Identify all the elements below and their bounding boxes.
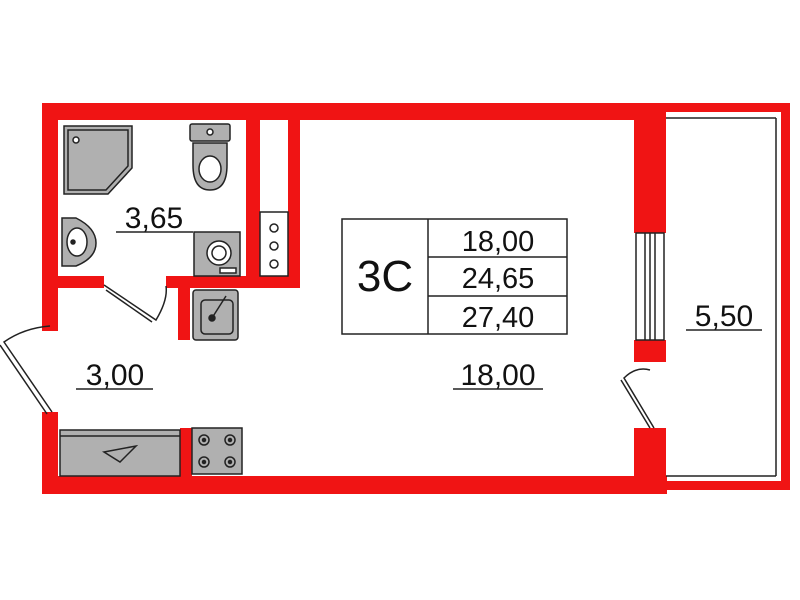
hallway-area: 3,00	[86, 359, 144, 392]
walls	[42, 103, 790, 494]
wall-bottom	[42, 476, 667, 494]
wall-right-upper	[634, 103, 666, 233]
stove-burner-3-dot	[201, 459, 207, 465]
main-room-area: 18,00	[460, 359, 535, 392]
washing-machine-panel	[219, 267, 237, 274]
stove-icon	[191, 427, 243, 475]
balcony-door-opening	[634, 362, 666, 428]
washing-machine-drum	[206, 240, 232, 266]
wall-top	[42, 103, 663, 120]
wall-shaft-right	[288, 120, 300, 288]
balcony-area: 5,50	[695, 300, 753, 333]
bathroom-door	[103, 284, 168, 323]
stove-burner-1-dot	[201, 437, 207, 443]
bathroom-door-leaf-inner	[105, 289, 153, 323]
toilet-seat	[198, 155, 222, 183]
kitchen-sink-icon	[192, 289, 239, 341]
toilet-button	[206, 128, 214, 136]
sink-icon	[61, 217, 97, 267]
shaft-vent-1	[269, 223, 279, 233]
wall-shaft-left	[246, 120, 260, 288]
entrance-door	[0, 325, 53, 415]
wall-bath-bottom-left	[42, 276, 104, 288]
shower-tray-inner	[67, 129, 129, 191]
ventilation-shaft	[259, 211, 289, 277]
washing-machine-icon	[193, 231, 241, 277]
bathroom-area: 3,65	[125, 202, 183, 235]
balcony-door-leaf	[623, 368, 655, 429]
kitchen-sink-drain	[208, 314, 216, 322]
wall-right-mid	[634, 340, 666, 362]
wall-kitchen-partition	[178, 288, 190, 340]
info-box-frame	[341, 218, 568, 335]
info-box: 3C 18,00 24,65 27,40	[341, 218, 568, 335]
shaft-vent-3	[269, 259, 279, 269]
washing-machine-drum-inner	[211, 245, 227, 261]
info-area-3: 27,40	[462, 302, 535, 334]
wall-bath-bottom-right	[166, 276, 300, 288]
shower-tray	[63, 125, 133, 195]
shower-icon	[63, 125, 133, 195]
wall-balcony-right	[781, 103, 790, 490]
info-area-2: 24,65	[462, 263, 535, 295]
shaft-vent-2	[269, 241, 279, 251]
wall-right-lower	[634, 428, 666, 494]
sink-bowl	[66, 227, 88, 257]
window-right	[635, 232, 665, 341]
balcony-door-leaf-inner	[620, 379, 651, 429]
wall-left-lower	[42, 412, 58, 494]
room-labels: 3,65 3,00 18,00 5,50	[76, 202, 762, 392]
apartment-type: 3C	[357, 252, 413, 301]
toilet-icon	[189, 123, 231, 191]
entrance-door-leaf	[2, 325, 53, 413]
wall-left-upper	[42, 103, 58, 331]
counter-hanger	[101, 444, 139, 463]
shower-drain	[72, 136, 80, 144]
info-area-1: 18,00	[462, 226, 535, 258]
entrance-door-leaf-inner	[0, 344, 48, 415]
wall-outlines	[666, 117, 777, 477]
bathroom-door-leaf	[103, 284, 168, 322]
balcony-door	[620, 362, 666, 429]
sink-drain	[70, 239, 76, 245]
stove-burner-2-dot	[227, 437, 233, 443]
kitchen-sink-faucet	[211, 295, 227, 319]
counter-icon	[59, 429, 181, 477]
stove-body	[191, 427, 243, 475]
wall-stove-partition	[180, 428, 192, 476]
kitchen-sink-bowl	[200, 299, 234, 335]
wall-balcony-top	[663, 103, 781, 112]
stove-burner-4-dot	[227, 459, 233, 465]
wall-balcony-bottom	[663, 481, 790, 490]
counter-body	[59, 429, 181, 477]
